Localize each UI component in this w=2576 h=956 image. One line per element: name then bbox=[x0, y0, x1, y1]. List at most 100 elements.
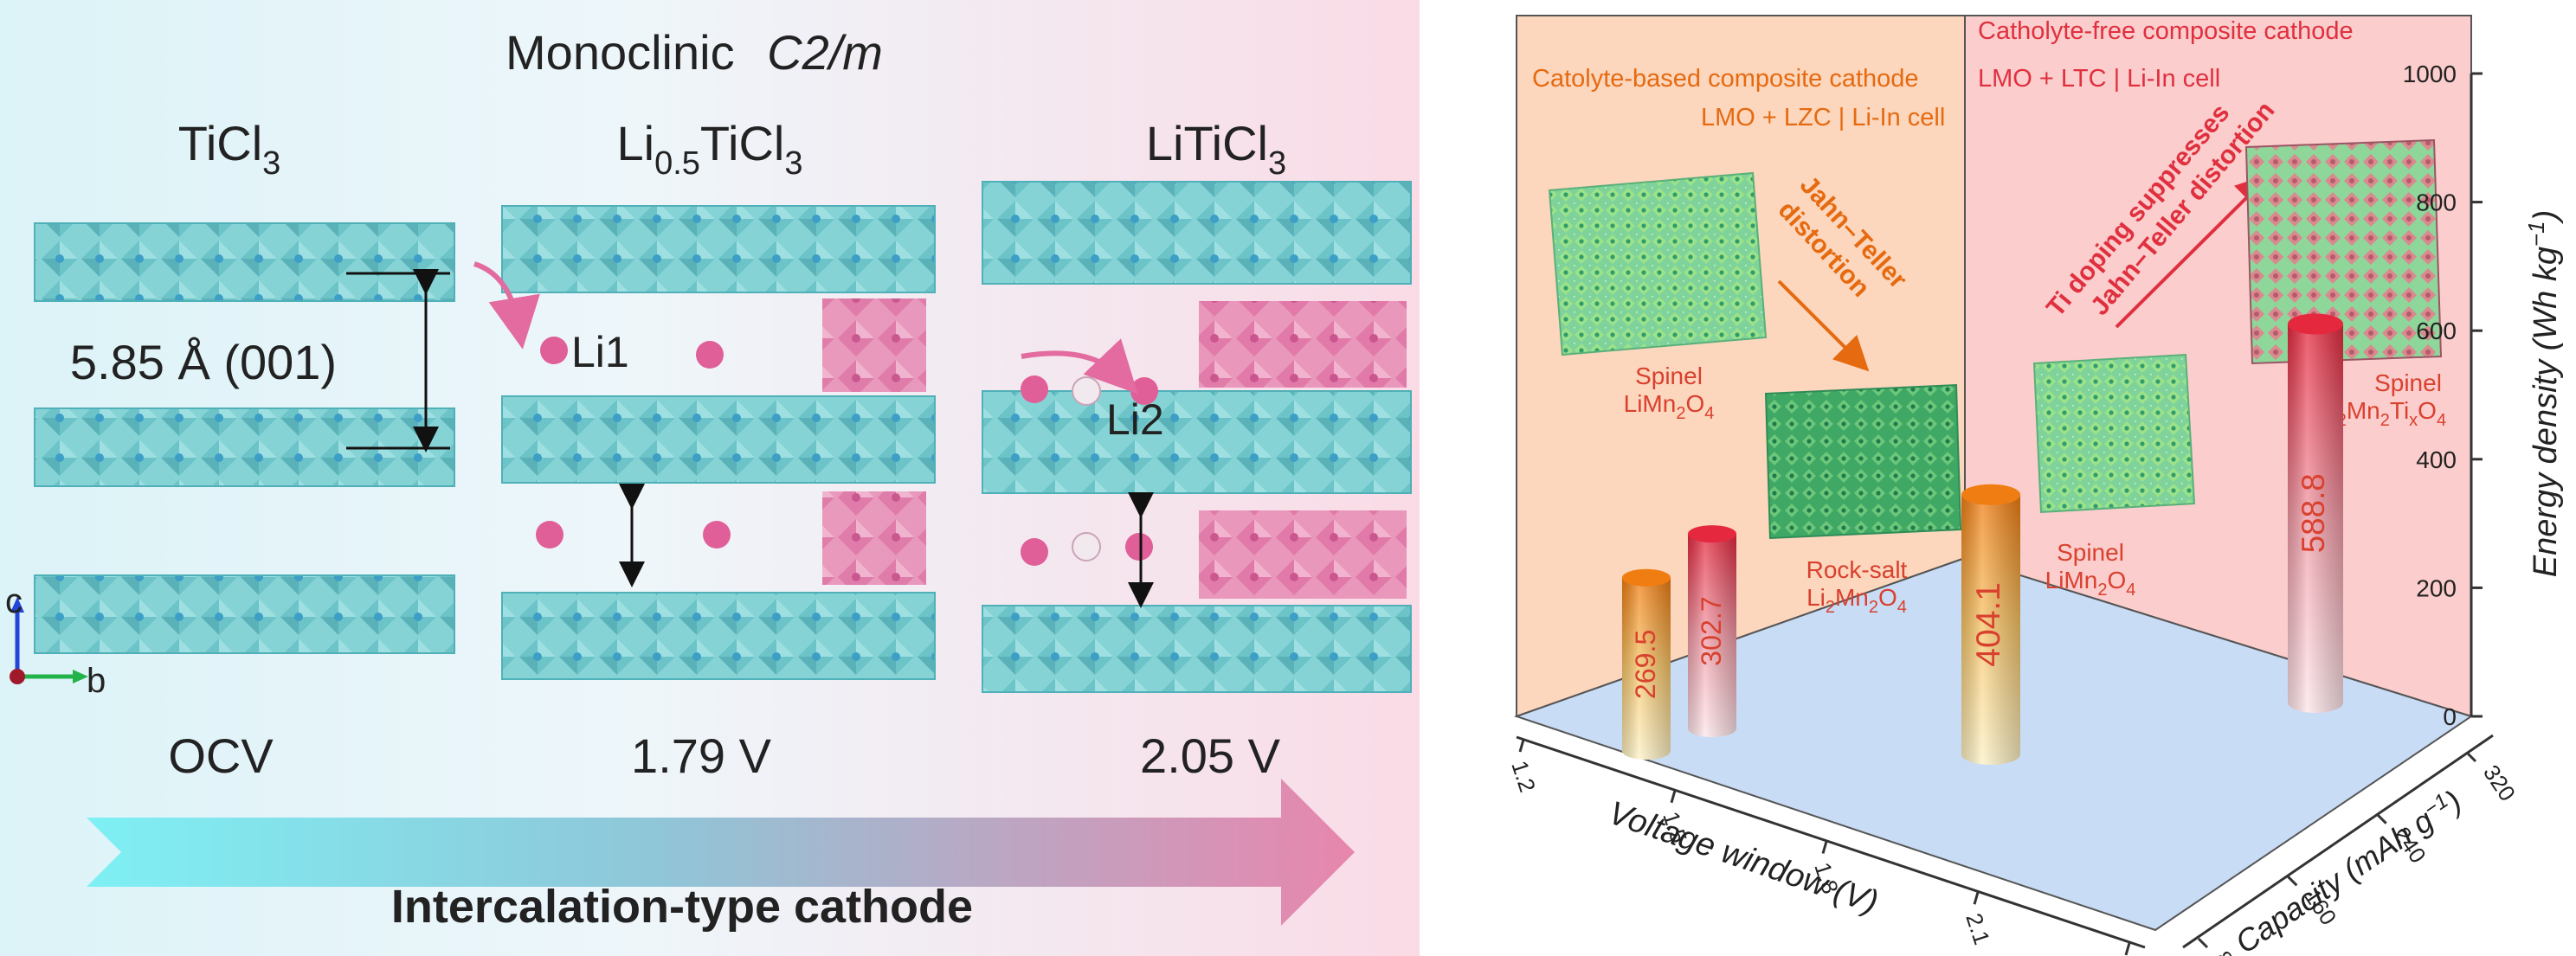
title-space-group: C2/m bbox=[767, 25, 883, 80]
x-tick bbox=[2124, 942, 2131, 956]
bar-588-8: 588.8 bbox=[2288, 313, 2343, 713]
li-atom bbox=[703, 521, 731, 549]
intercalation-arrow-label: Intercalation-type cathode bbox=[391, 881, 973, 933]
li05-layer-top bbox=[501, 205, 936, 293]
bar-value-label: 269.5 bbox=[1630, 630, 1661, 700]
li05-pink-octahedron-2 bbox=[822, 491, 926, 585]
z-tick-label: 400 bbox=[2416, 446, 2457, 473]
bar-top bbox=[1622, 568, 1671, 587]
structure-li05ticl3: Li1 bbox=[473, 205, 936, 680]
bar-269-5: 269.5 bbox=[1622, 568, 1671, 760]
rock-salt-structure: Rock-salt Li2Mn2O4 bbox=[1764, 383, 1962, 617]
ticl3-layer-top bbox=[34, 222, 455, 302]
structure-formula: Li2Mn2O4 bbox=[1806, 584, 1907, 617]
structure-name: Spinel bbox=[2057, 539, 2124, 566]
z-tick-label: 600 bbox=[2416, 318, 2457, 344]
y-tick-label: 320 bbox=[2478, 760, 2521, 806]
bar-shading bbox=[1961, 494, 2020, 765]
y-tick bbox=[2465, 751, 2477, 763]
title-crystal-system: Monoclinic bbox=[506, 25, 735, 80]
x-tick bbox=[1973, 891, 1980, 905]
z-tick-label: 0 bbox=[2443, 703, 2457, 730]
intercalation-arrow bbox=[87, 779, 1355, 926]
li-atom bbox=[1021, 375, 1048, 403]
ti-doping-arrow bbox=[2115, 173, 2271, 329]
liticl3-pink-block-1 bbox=[1199, 301, 1407, 388]
c-axis-label: c bbox=[5, 582, 23, 620]
bar-404-1: 404.1 bbox=[1961, 484, 2020, 765]
bar-value-label: 302.7 bbox=[1696, 596, 1727, 666]
left-panel: Monoclinic C2/m TiCl3 Li0.5TiCl3 LiTiCl3… bbox=[0, 0, 1420, 956]
li-atom bbox=[1072, 532, 1101, 561]
y-tick-label: 80 bbox=[2210, 946, 2245, 956]
x-axis-line bbox=[1516, 735, 2146, 949]
y-tick bbox=[2287, 876, 2298, 887]
bar-shading bbox=[2288, 324, 2343, 713]
axis-indicator: c b bbox=[5, 582, 106, 700]
li-atom bbox=[1021, 538, 1048, 566]
x-tick bbox=[1821, 841, 1828, 854]
z-tick-label: 1000 bbox=[2403, 61, 2457, 87]
phase-label-li05ticl3: Li0.5TiCl3 bbox=[616, 116, 802, 182]
y-tick bbox=[2197, 937, 2209, 949]
structure-name: Spinel bbox=[1635, 363, 1703, 389]
bar-value-label: 404.1 bbox=[1970, 582, 2007, 667]
li-atom bbox=[696, 341, 724, 369]
c-axis-head bbox=[10, 597, 24, 613]
liticl3-layer-middle bbox=[982, 390, 1412, 494]
x-tick bbox=[1518, 739, 1525, 753]
voltage-label-1-79: 1.79 V bbox=[631, 728, 772, 783]
li-atom bbox=[540, 337, 568, 364]
b-axis-label: b bbox=[87, 662, 106, 700]
li05-pink-octahedron-1 bbox=[822, 298, 926, 392]
right-wall-subheading: LMO + LTC | Li-In cell bbox=[1978, 65, 2220, 93]
y-tick bbox=[2376, 813, 2387, 824]
left-wall-heading: Catolyte-based composite cathode bbox=[1532, 65, 1919, 93]
structure-image bbox=[2244, 138, 2443, 365]
spinel-limn2o4-structure-a: Spinel LiMn2O4 bbox=[1548, 171, 1768, 423]
left-wall-subheading: LMO + LZC | Li-In cell bbox=[1701, 104, 1945, 132]
x-tick-label: 1.2 bbox=[1506, 758, 1541, 796]
z-axis-label: Energy density (Wh kg−1) bbox=[2523, 210, 2564, 578]
li1-insertion-arrow bbox=[473, 261, 540, 350]
structure-image bbox=[1764, 383, 1962, 540]
li2-label: Li2 bbox=[1106, 395, 1164, 444]
bar-shading bbox=[1688, 534, 1736, 737]
phase-label-ticl3: TiCl3 bbox=[178, 116, 281, 182]
bar-top bbox=[2288, 313, 2343, 335]
y-axis-line bbox=[2182, 734, 2494, 949]
structure-name: Spinel bbox=[2374, 369, 2442, 396]
z-tick-label: 800 bbox=[2416, 189, 2457, 216]
bar-group: 269.5 302.7 404.1 588.8 bbox=[1622, 313, 2343, 765]
bar-value-label: 588.8 bbox=[2296, 473, 2331, 553]
structure-name: Rock-salt bbox=[1806, 556, 1908, 583]
jahn-teller-arrow bbox=[1777, 279, 1870, 372]
bar-302-7: 302.7 bbox=[1688, 525, 1736, 737]
b-axis-head bbox=[73, 670, 88, 683]
li05-layer-middle bbox=[501, 395, 936, 484]
li-atom bbox=[1072, 376, 1101, 406]
spinel-limn2o4-structure-b: Spinel LiMn2O4 bbox=[2032, 353, 2196, 600]
li-atom bbox=[536, 521, 564, 549]
bar-top bbox=[1961, 484, 2020, 505]
li-atom bbox=[1125, 533, 1153, 561]
phase-label-liticl3: LiTiCl3 bbox=[1146, 116, 1286, 182]
li05-layer-bottom bbox=[501, 592, 936, 680]
voltage-label-2-05: 2.05 V bbox=[1140, 728, 1281, 783]
structure-formula: LiMn2O4 bbox=[2045, 567, 2136, 600]
title: Monoclinic C2/m bbox=[506, 25, 883, 80]
liticl3-layer-bottom bbox=[982, 605, 1412, 693]
ticl3-layer-bottom bbox=[34, 574, 455, 654]
voltage-label-ocv: OCV bbox=[168, 728, 274, 783]
axis-origin bbox=[10, 669, 25, 684]
li1-label: Li1 bbox=[571, 328, 629, 376]
right-wall-heading: Catholyte-free composite cathode bbox=[1978, 17, 2354, 45]
structure-formula: LiMn2O4 bbox=[1624, 390, 1715, 423]
bar-top bbox=[1688, 525, 1736, 543]
structure-image bbox=[1548, 171, 1768, 356]
bar-shading bbox=[1622, 577, 1671, 760]
liticl3-layer-top bbox=[982, 181, 1412, 285]
